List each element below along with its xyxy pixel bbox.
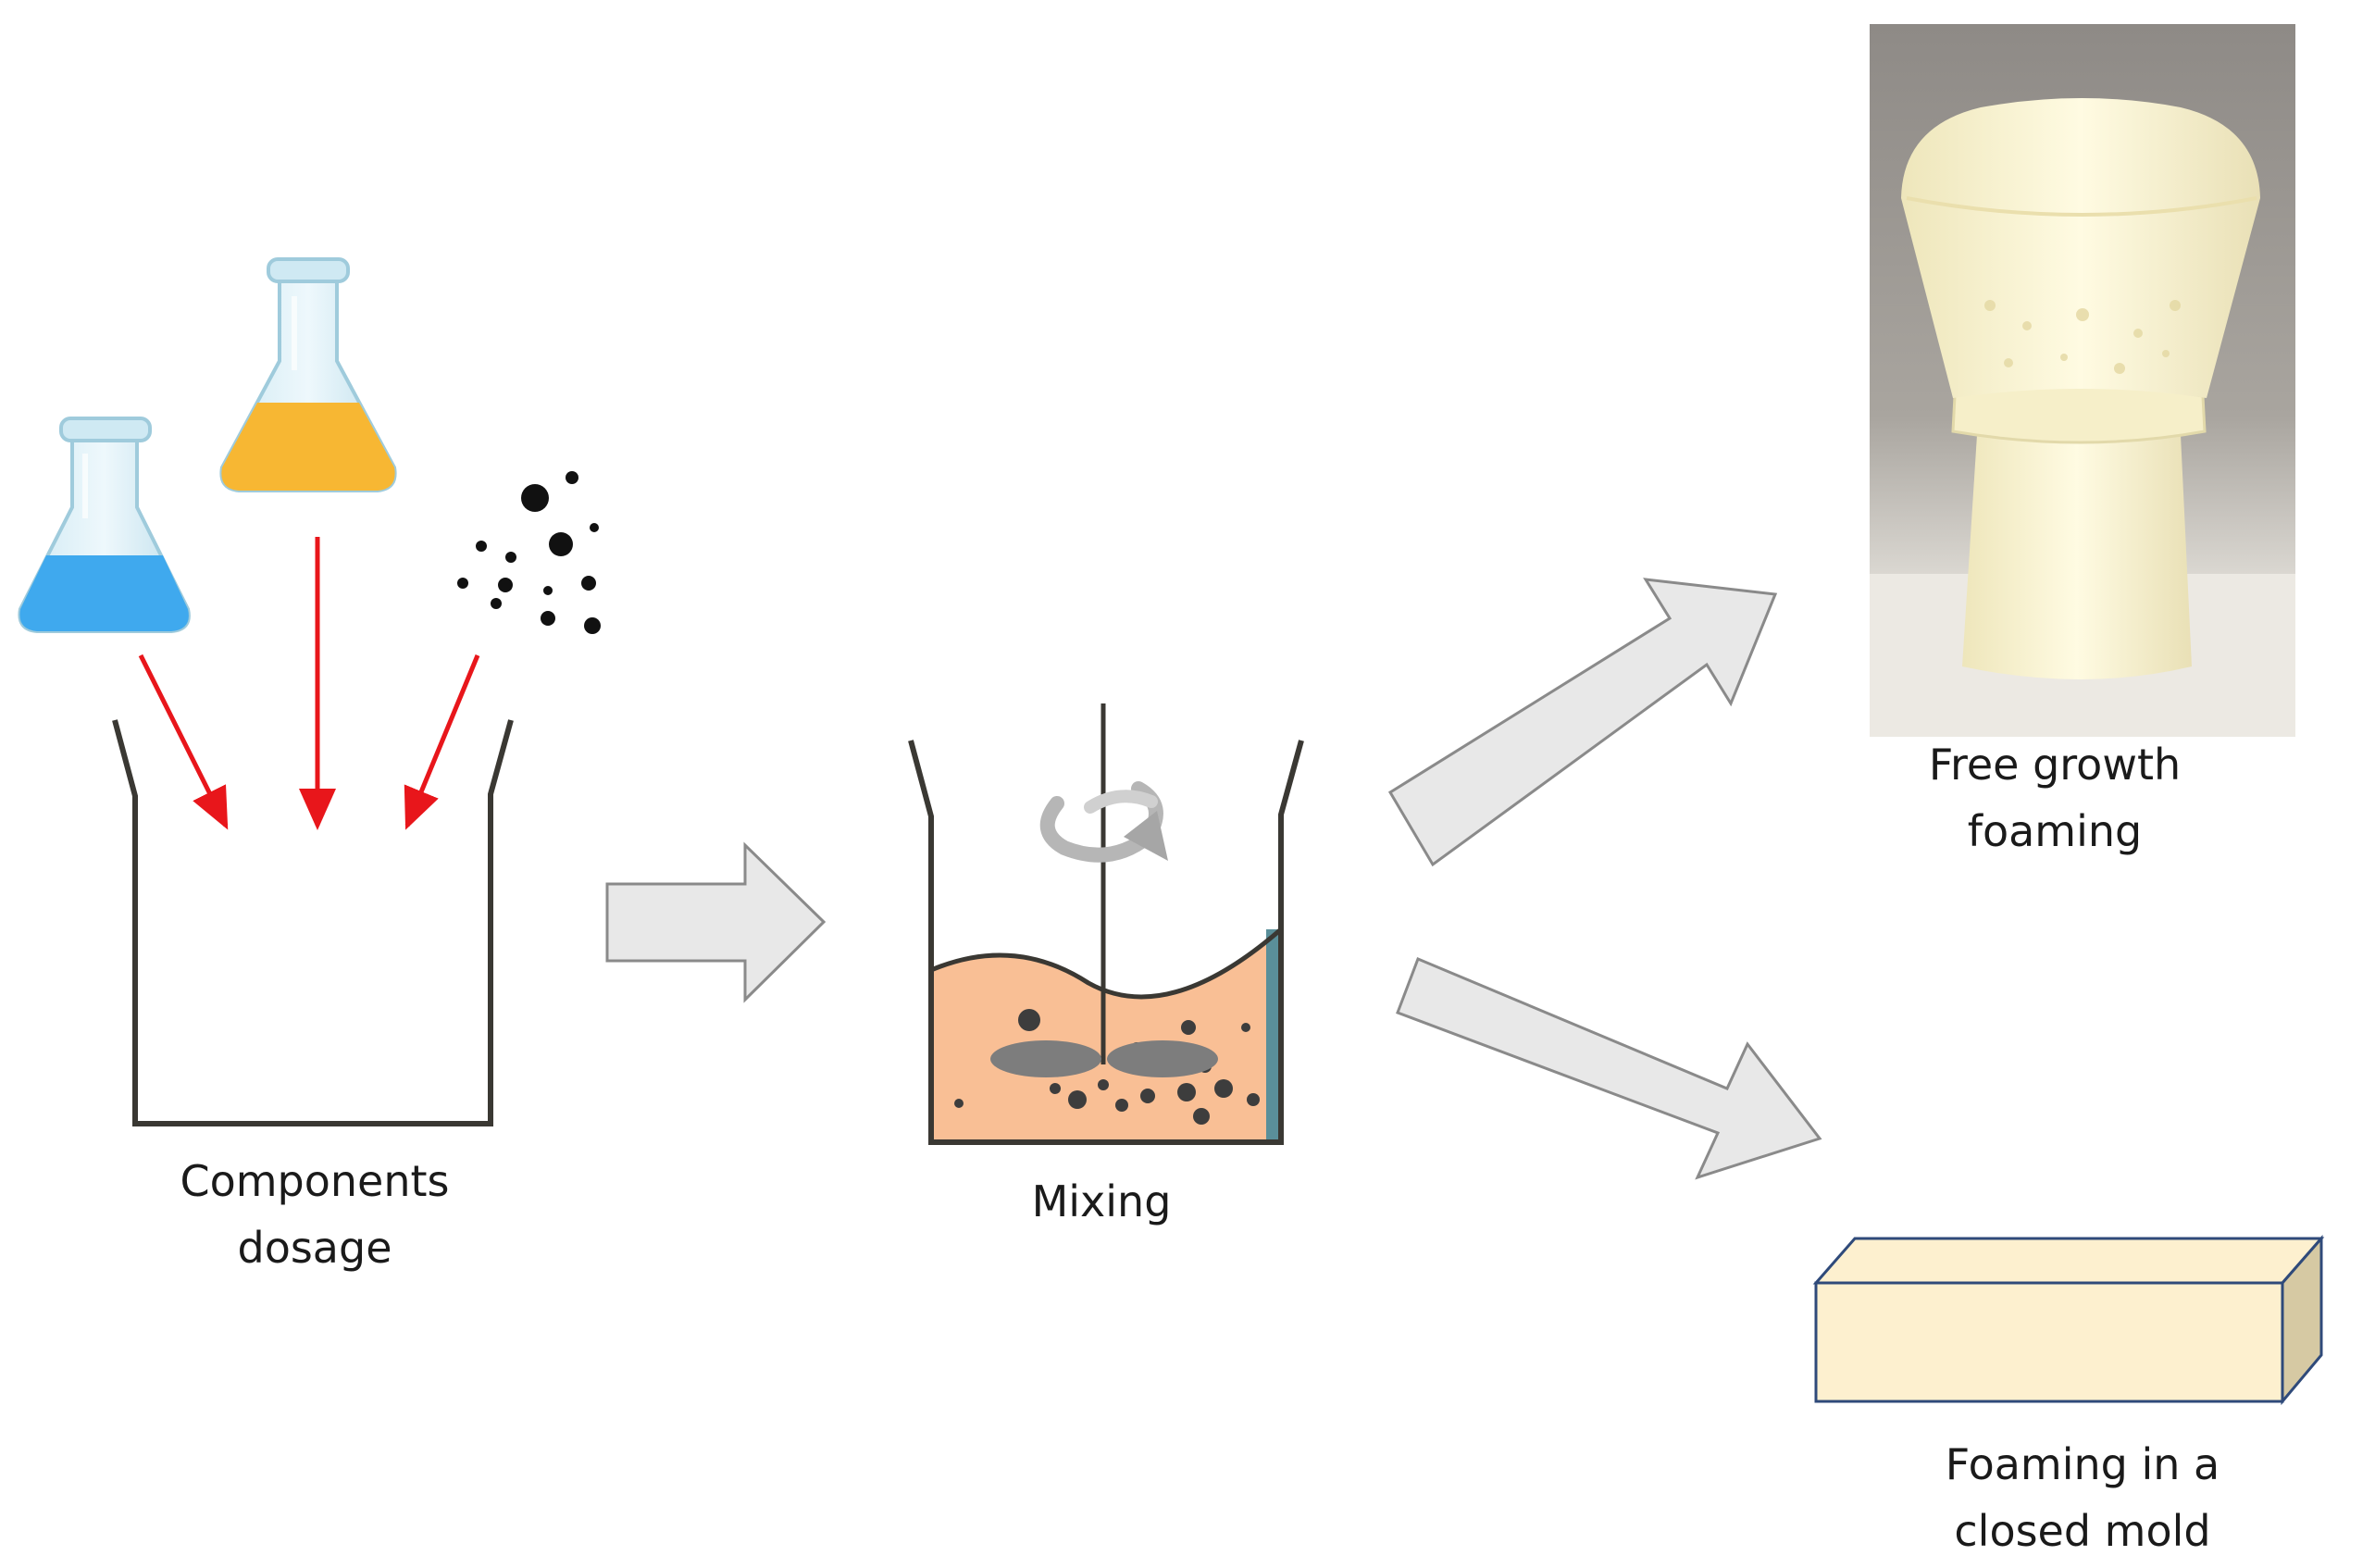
- flask-yellow-icon: [219, 257, 397, 492]
- arrow-to-mixing: [605, 841, 827, 1003]
- label-mixing-line1: Mixing: [1031, 1176, 1172, 1226]
- closed-mold-block: [1812, 1235, 2325, 1406]
- label-free-growth-line1: Free growth: [1928, 740, 2182, 790]
- arrow-to-closed-mold: [1396, 957, 1822, 1180]
- label-closed-mold-line1: Foaming in a: [1945, 1439, 2220, 1489]
- flask-blue-icon: [18, 417, 191, 633]
- label-closed-mold-line2: closed mold: [1954, 1506, 2211, 1556]
- label-free-growth: Free growth foaming: [1888, 731, 2221, 865]
- mixing-beaker: [908, 703, 1304, 1145]
- label-components-dosage-line2: dosage: [237, 1223, 392, 1273]
- beaker-dosage: [112, 719, 514, 1126]
- rotation-icon: [1039, 781, 1168, 863]
- red-arrow-particles: [404, 654, 480, 830]
- label-components-dosage-line1: Components: [180, 1156, 450, 1206]
- particles-icon: [457, 471, 601, 634]
- label-closed-mold: Foaming in a closed mold: [1907, 1431, 2258, 1564]
- label-free-growth-line2: foaming: [1967, 806, 2143, 856]
- stirrer-icon: [990, 703, 1218, 1077]
- label-mixing: Mixing: [963, 1168, 1240, 1235]
- free-growth-photo: [1870, 24, 2295, 737]
- dosing-arrows: [138, 537, 480, 830]
- red-arrow-blue: [138, 653, 229, 830]
- label-components-dosage: Components dosage: [148, 1148, 481, 1281]
- arrow-to-free-growth: [1387, 578, 1778, 867]
